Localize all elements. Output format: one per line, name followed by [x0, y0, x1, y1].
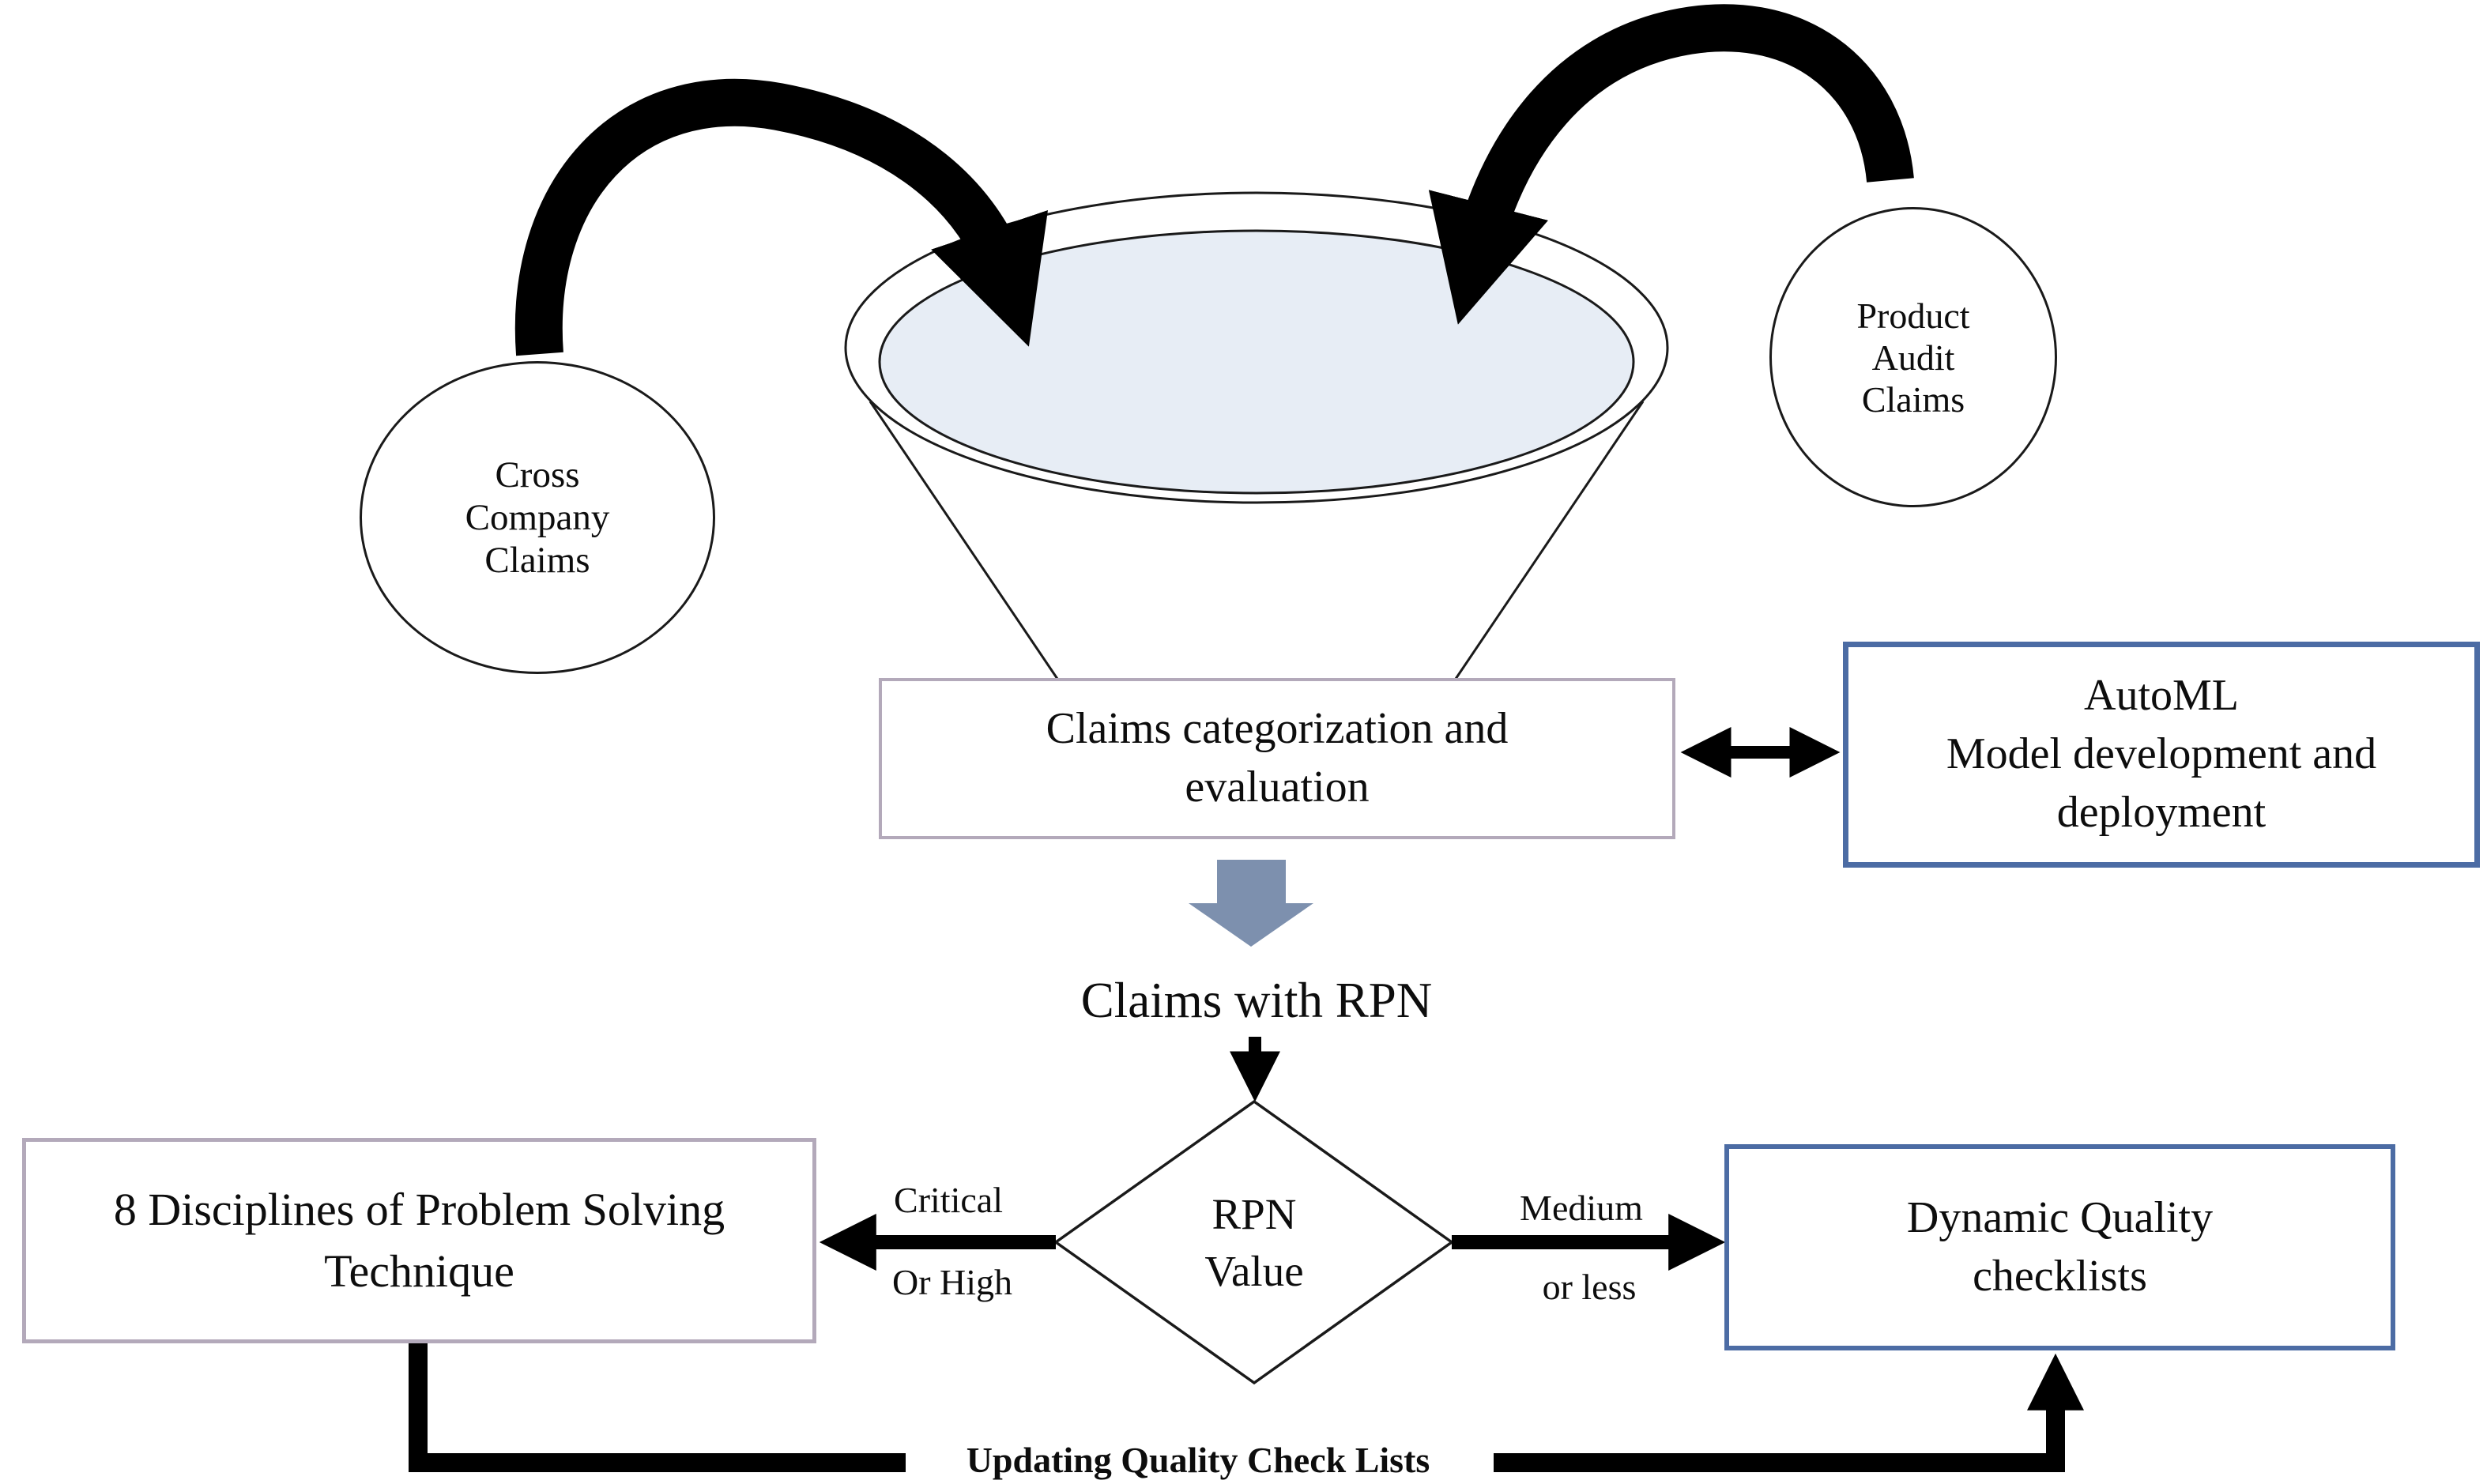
funnel-cone-left-edge: [869, 401, 1061, 682]
rpn-value-label: RPN Value: [1136, 1169, 1373, 1316]
medium-text: Medium: [1520, 1188, 1643, 1229]
node-claims-categorization: Claims categorization and evaluation: [879, 678, 1675, 839]
node-dynamic-quality-checklists: Dynamic Quality checklists: [1724, 1144, 2395, 1350]
node-cross-company-claims: Cross Company Claims: [360, 361, 715, 674]
medium-label: Medium: [1483, 1185, 1680, 1231]
or-high-label: Or High: [822, 1260, 1083, 1305]
updating-quality-checklists-text: Updating Quality Check Lists: [966, 1440, 1430, 1481]
rpn-value-text: RPN Value: [1204, 1190, 1304, 1295]
or-less-text: or less: [1542, 1267, 1637, 1308]
claims-with-rpn-label: Claims with RPN: [901, 969, 1612, 1034]
rpn-decision-diamond: [1053, 1099, 1455, 1385]
evaluation-output-down-arrow: [1189, 860, 1313, 947]
product-audit-flow-arrow: [1428, 4, 1914, 325]
critical-label: Critical: [822, 1177, 1075, 1223]
node-product-audit-claims: Product Audit Claims: [1769, 207, 2057, 507]
cross-company-claims-label: Cross Company Claims: [465, 454, 610, 581]
funnel-cone-right-edge: [1453, 401, 1645, 682]
automl-label: AutoML Model development and deployment: [1946, 671, 2377, 837]
critical-text: Critical: [894, 1180, 1003, 1221]
cross-company-flow-arrow: [514, 78, 1048, 356]
node-automl: AutoML Model development and deployment: [1843, 642, 2480, 868]
or-high-text: Or High: [891, 1262, 1013, 1303]
claims-with-rpn-text: Claims with RPN: [1080, 973, 1433, 1029]
or-less-label: or less: [1498, 1264, 1680, 1310]
updating-quality-checklists-label: Updating Quality Check Lists: [906, 1432, 1490, 1484]
node-eight-disciplines: 8 Disciplines of Problem Solving Techniq…: [22, 1138, 816, 1343]
claims-categorization-label: Claims categorization and evaluation: [1046, 704, 1509, 812]
product-audit-claims-label: Product Audit Claims: [1856, 295, 1970, 420]
eight-disciplines-label: 8 Disciplines of Problem Solving Techniq…: [113, 1183, 725, 1297]
dynamic-quality-checklists-label: Dynamic Quality checklists: [1906, 1192, 2214, 1301]
